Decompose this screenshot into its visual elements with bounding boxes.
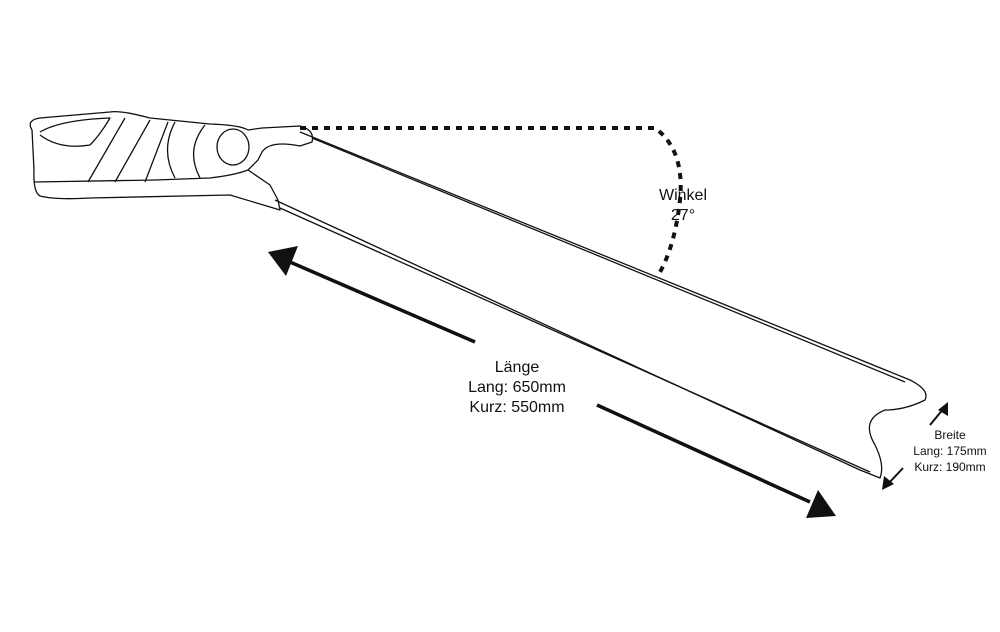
foot-pocket bbox=[29, 110, 314, 211]
width-long: Lang: 175mm bbox=[913, 444, 987, 458]
angle-dotted-line bbox=[300, 126, 683, 273]
angle-label: Winkel 27° bbox=[659, 186, 707, 226]
width-arrow-up bbox=[929, 402, 948, 426]
width-arrow-down bbox=[882, 467, 904, 490]
length-title: Länge bbox=[494, 359, 540, 376]
width-title: Breite bbox=[934, 428, 966, 442]
fin-blade bbox=[274, 131, 927, 479]
length-arrow-right bbox=[596, 403, 836, 518]
length-short: Kurz: 550mm bbox=[469, 399, 565, 416]
length-arrow-left bbox=[268, 246, 476, 344]
angle-title: Winkel bbox=[658, 187, 708, 204]
width-short: Kurz: 190mm bbox=[914, 460, 986, 474]
angle-value: 27° bbox=[670, 207, 696, 224]
width-label: Breite Lang: 175mm Kurz: 190mm bbox=[913, 427, 986, 475]
length-label: Länge Lang: 650mm Kurz: 550mm bbox=[468, 358, 566, 418]
length-long: Lang: 650mm bbox=[468, 379, 566, 396]
